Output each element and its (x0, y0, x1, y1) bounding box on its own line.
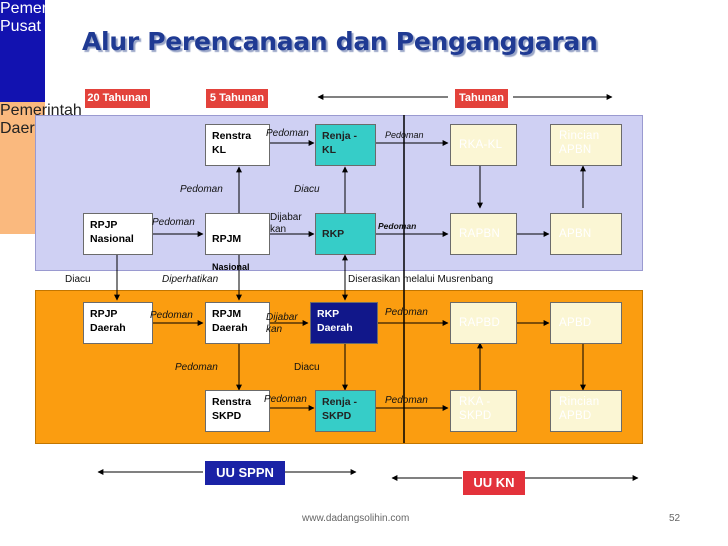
label-diperhatikan: Diperhatikan (162, 274, 219, 285)
label-pedoman-renja-rka: Pedoman (385, 130, 424, 140)
rpjm-nasional-line2: Nasional (212, 262, 250, 272)
label-dijabarkan-nasional: Dijabar kan (270, 212, 302, 235)
label-dijabarkan-daerah: Dijabar kan (266, 312, 298, 335)
page-title: Alur Perencanaan dan Penganggaran (82, 27, 598, 56)
label-pedoman-rpjm-renstra: Pedoman (180, 184, 223, 195)
label-pedoman-rpjmd-renstra: Pedoman (175, 362, 218, 373)
label-pedoman-rpjp-rpjm: Pedoman (152, 217, 195, 228)
tag-tahunan: Tahunan (455, 89, 508, 108)
tag-5-tahunan: 5 Tahunan (206, 89, 268, 108)
box-rpjp-daerah: RPJP Daerah (83, 302, 153, 344)
label-diserasikan-musrenbang: Diserasikan melalui Musrenbang (348, 274, 494, 285)
footer-url: www.dadangsolihin.com (302, 513, 410, 524)
box-rpjm-daerah: RPJM Daerah (205, 302, 270, 344)
rpjm-nasional-line1: RPJM (212, 233, 242, 245)
law-uu-sppn: UU SPPN (205, 461, 285, 485)
label-pedoman-rkpd-rapbd: Pedoman (385, 307, 428, 318)
tag-20-tahunan: 20 Tahunan (85, 89, 150, 108)
box-rpjm-nasional: RPJM Nasional (205, 213, 270, 272)
box-rapbd: RAPBD (450, 302, 517, 344)
page-number: 52 (669, 513, 681, 524)
box-renstra-skpd: Renstra SKPD (205, 390, 270, 432)
label-pedoman-rkp-rapbn: Pedoman (378, 221, 417, 231)
label-pedoman-rpjpd-rpjmd: Pedoman (150, 310, 193, 321)
box-rpjp-nasional: RPJP Nasional (83, 213, 153, 255)
label-diacu-rkp-renja: Diacu (294, 184, 320, 195)
box-renja-kl: Renja - KL (315, 124, 376, 166)
box-rincian-apbd: Rincian APBD (550, 390, 622, 432)
box-apbn: APBN (550, 213, 622, 255)
label-diacu-rkpd-renja: Diacu (294, 362, 320, 373)
law-uu-kn: UU KN (463, 471, 525, 495)
box-rapbn: RAPBN (450, 213, 517, 255)
label-pedoman-renja-rka-skpd: Pedoman (385, 395, 428, 406)
box-renja-skpd: Renja - SKPD (315, 390, 376, 432)
box-rka-skpd: RKA - SKPD (450, 390, 517, 432)
label-diacu-rpjp: Diacu (65, 274, 91, 285)
box-renstra-kl: Renstra KL (205, 124, 270, 166)
box-rincian-apbn: Rincian APBN (550, 124, 622, 166)
label-pedoman-renstra-renja: Pedoman (266, 128, 309, 139)
box-rka-kl: RKA-KL (450, 124, 517, 166)
label-pedoman-renstra-renja-skpd: Pedoman (264, 394, 307, 405)
box-rkp-daerah: RKP Daerah (310, 302, 378, 344)
box-apbd: APBD (550, 302, 622, 344)
box-rkp: RKP (315, 213, 376, 255)
